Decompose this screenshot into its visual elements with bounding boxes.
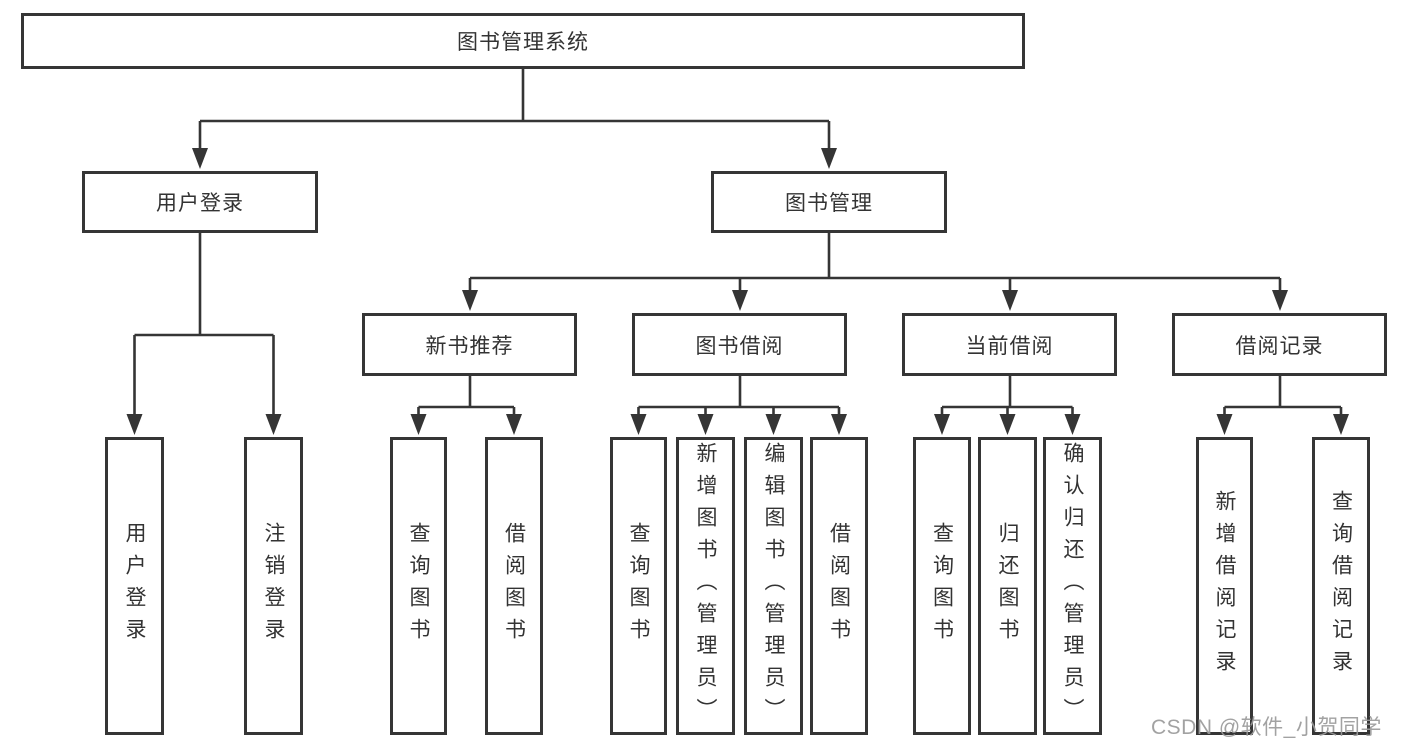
leaf-label: 查询图书 [407,522,431,650]
node-label: 借阅记录 [1235,334,1324,358]
connector-user-login-to-leaves [133,233,275,418]
node-label: 用户登录 [156,192,244,215]
connector-current-borrow-to-leaves [940,376,1074,418]
leaf-return-books: 归还图书 [978,437,1037,735]
node-label: 当前借阅 [965,334,1054,358]
leaf-borrow-books: 借阅图书 [810,437,868,735]
leaf-label: 用户登录 [123,522,147,650]
leaf-label: 查询图书 [627,522,651,650]
node-library-management-system: 图书管理系统 [21,13,1025,69]
leaf-label: 新增借阅记录 [1213,490,1237,682]
connector-new-books-to-leaves [417,376,516,418]
node-label: 图书管理 [785,192,873,215]
node-book-management: 图书管理 [711,171,947,233]
node-new-book-recommendation: 新书推荐 [362,313,577,376]
leaf-label: 编辑图书（管理员） [762,442,786,730]
node-label: 图书管理系统 [457,31,589,54]
node-book-borrowing: 图书借阅 [632,313,847,376]
node-user-login: 用户登录 [82,171,318,233]
node-current-borrowing: 当前借阅 [902,313,1117,376]
leaf-label: 确认归还（管理员） [1061,442,1085,730]
connector-root-to-level2 [198,69,831,152]
leaf-logout: 注销登录 [244,437,303,735]
leaf-confirm-return-admin: 确认归还（管理员） [1043,437,1102,735]
leaf-user-login: 用户登录 [105,437,164,735]
leaf-add-books-admin: 新增图书（管理员） [676,437,735,735]
leaf-query-books-borrowing: 查询图书 [610,437,667,735]
leaf-query-borrow-record: 查询借阅记录 [1312,437,1370,735]
arrowhead-icons [126,148,1349,435]
connector-book-borrow-to-leaves [637,376,841,418]
connector-borrow-records-to-leaves [1223,376,1343,418]
leaf-label: 新增图书（管理员） [694,442,718,730]
leaf-label: 查询借阅记录 [1329,490,1353,682]
node-label: 新书推荐 [425,334,514,358]
csdn-watermark: CSDN @软件_小贺同学 [1151,716,1382,739]
leaf-label: 归还图书 [996,522,1020,650]
leaf-query-books-recommendation: 查询图书 [390,437,447,735]
node-label: 图书借阅 [695,334,784,358]
leaf-add-borrow-record: 新增借阅记录 [1196,437,1253,735]
connector-book-mgmt-to-level3 [468,233,1282,294]
leaf-label: 查询图书 [930,522,954,650]
leaf-label: 借阅图书 [827,522,851,650]
leaf-borrow-books-recommendation: 借阅图书 [485,437,543,735]
leaf-edit-books-admin: 编辑图书（管理员） [744,437,803,735]
leaf-query-books-current: 查询图书 [913,437,971,735]
leaf-label: 借阅图书 [502,522,526,650]
leaf-label: 注销登录 [262,522,286,650]
node-borrowing-records: 借阅记录 [1172,313,1387,376]
